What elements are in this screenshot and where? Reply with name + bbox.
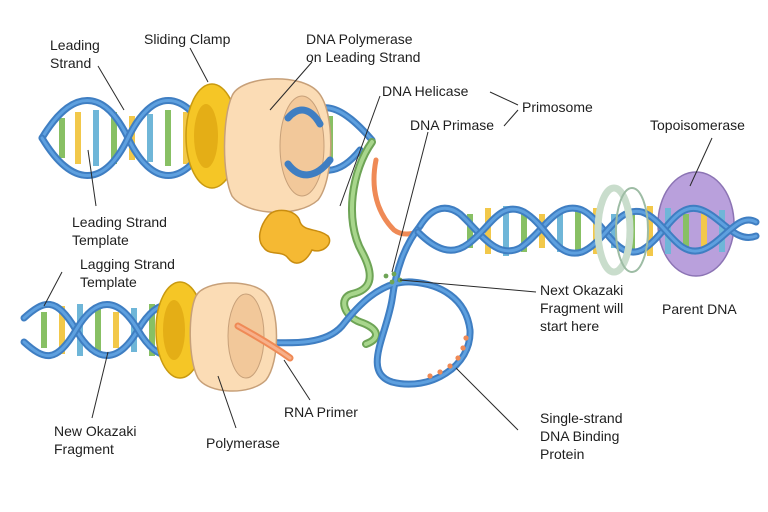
label-lagging-strand-template: Lagging Strand Template (80, 256, 175, 290)
label-topoisomerase: Topoisomerase (650, 117, 745, 133)
primase-dots (383, 271, 403, 285)
label-parent-dna: Parent DNA (662, 301, 737, 317)
helicase-strand (340, 138, 380, 348)
label-sliding-clamp: Sliding Clamp (144, 31, 231, 47)
label-new-okazaki: New Okazaki Fragment (54, 423, 137, 457)
lagging-strand-loop (256, 222, 474, 388)
label-leading-strand: Leading Strand (50, 37, 100, 71)
label-dna-helicase: DNA Helicase (382, 83, 469, 99)
ssb-proteins (427, 335, 469, 379)
dna-polymerase-leading (223, 78, 332, 214)
label-primosome: Primosome (522, 99, 593, 115)
dna-primase (258, 209, 331, 264)
label-polymerase: Polymerase (206, 435, 280, 451)
polymerase-lagging (189, 282, 278, 392)
label-ssb: Single-strand DNA Binding Protein (540, 410, 623, 462)
helicase-ring (594, 184, 649, 276)
label-dna-primase: DNA Primase (410, 117, 495, 133)
label-next-okazaki: Next Okazaki Fragment will start here (540, 282, 624, 334)
label-leading-strand-template: Leading Strand Template (72, 214, 167, 248)
label-rna-primer: RNA Primer (284, 404, 358, 420)
parent-dna-helix (414, 204, 760, 257)
leader-lines (43, 47, 713, 431)
label-dna-polymerase-leading: DNA Polymerase on Leading Strand (306, 31, 421, 65)
